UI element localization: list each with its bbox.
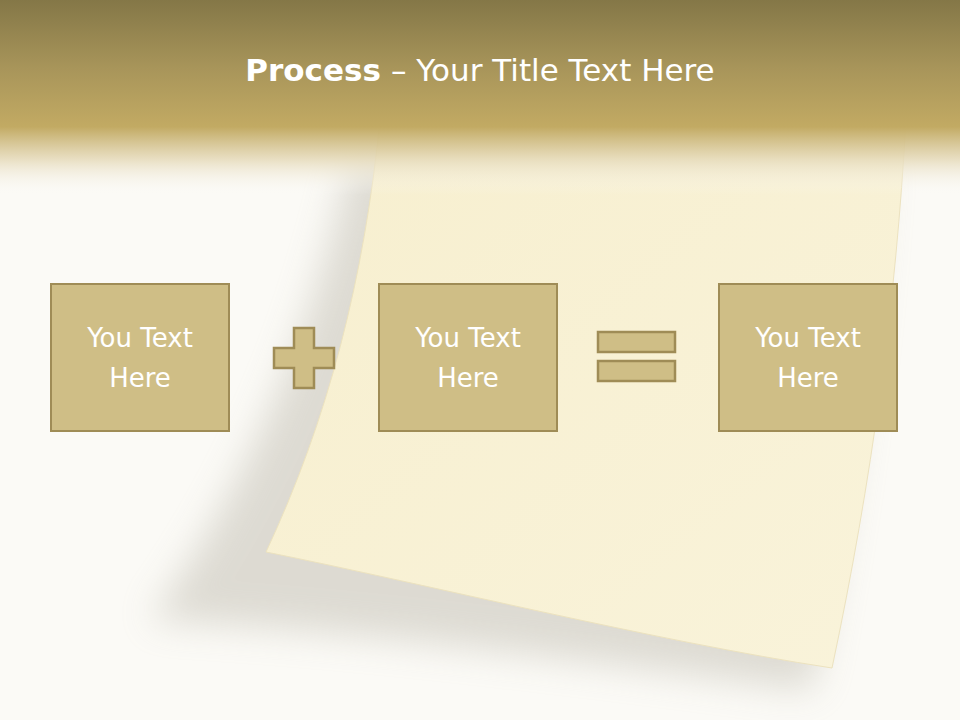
- process-box: You Text Here: [378, 283, 558, 432]
- process-box: You Text Here: [50, 283, 230, 432]
- title-subtext: – Your Title Text Here: [391, 52, 715, 88]
- equals-bar: [598, 332, 675, 352]
- box-text: You Text Here: [52, 318, 228, 398]
- process-box: You Text Here: [718, 283, 898, 432]
- plus-symbol: [274, 328, 334, 388]
- equals-bar: [598, 361, 675, 381]
- title-row: Process – Your Title Text Here: [0, 52, 960, 88]
- box-text: You Text Here: [720, 318, 896, 398]
- slide-title: Process: [245, 52, 381, 88]
- box-text: You Text Here: [380, 318, 556, 398]
- title-band: [0, 0, 960, 195]
- paper-sheet: [266, 120, 906, 668]
